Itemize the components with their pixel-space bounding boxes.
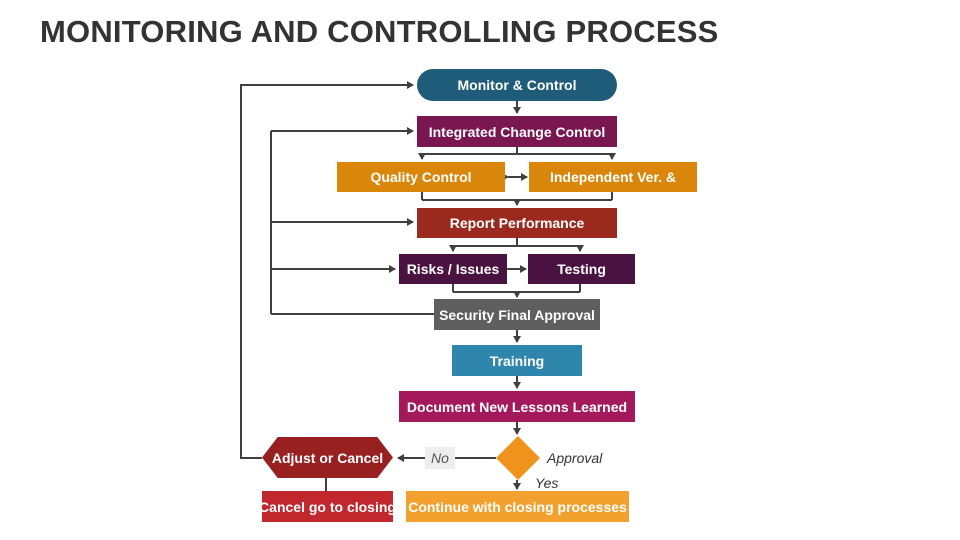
- node-integrated-change-control: Integrated Change Control: [417, 116, 617, 147]
- node-quality-control: Quality Control: [337, 162, 505, 192]
- node-risks-issues: Risks / Issues: [399, 254, 507, 284]
- node-security-final-approval: Security Final Approval: [434, 299, 600, 330]
- node-report-performance: Report Performance: [417, 208, 617, 238]
- label-approval: Approval: [547, 450, 603, 466]
- label-no: No: [425, 447, 455, 469]
- decision-approval-diamond: [496, 436, 540, 480]
- node-independent-verification: Independent Ver. &: [529, 162, 697, 192]
- node-testing: Testing: [528, 254, 635, 284]
- label-yes: Yes: [535, 475, 559, 491]
- node-monitor-control: Monitor & Control: [417, 69, 617, 101]
- node-continue-closing-processes: Continue with closing processes: [406, 491, 629, 522]
- node-cancel-go-to-closing: Cancel go to closing: [262, 491, 393, 522]
- page-title: MONITORING AND CONTROLLING PROCESS: [40, 14, 719, 49]
- node-training: Training: [452, 345, 582, 376]
- node-document-lessons-learned: Document New Lessons Learned: [399, 391, 635, 422]
- loop-adjust-to-monitor: [240, 81, 414, 459]
- node-adjust-or-cancel: Adjust or Cancel: [262, 437, 393, 478]
